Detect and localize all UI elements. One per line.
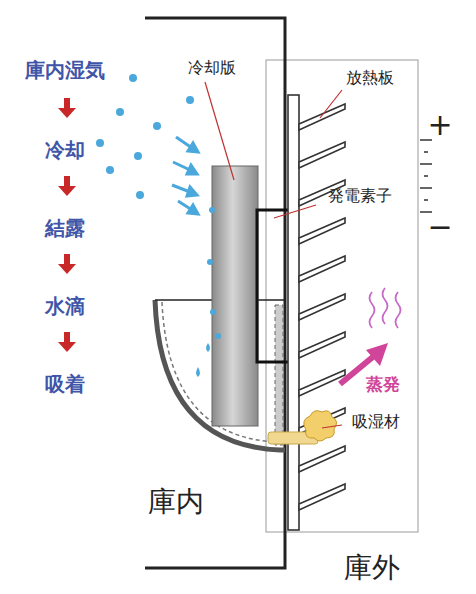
process-step: 庫内湿気 xyxy=(25,59,105,81)
process-label: 蒸発 xyxy=(366,375,400,394)
absorbent-material xyxy=(304,411,337,441)
region-label: 庫内 xyxy=(148,487,204,518)
cooling-plate xyxy=(212,166,258,426)
heat-sink xyxy=(288,95,345,530)
terminal-sign: − xyxy=(427,210,452,243)
leader-lines xyxy=(205,82,342,428)
battery xyxy=(420,140,432,212)
process-step: 吸着 xyxy=(45,373,85,395)
steam xyxy=(370,288,401,328)
wall xyxy=(145,18,285,568)
outer-box xyxy=(266,60,418,532)
process-step: 水滴 xyxy=(45,295,85,317)
part-label: 冷却版 xyxy=(188,59,236,77)
moisture-dots xyxy=(96,74,221,377)
terminal-sign: + xyxy=(427,108,452,141)
part-label: 放熱板 xyxy=(346,69,394,87)
peltier-element xyxy=(257,210,290,362)
part-label: 吸湿材 xyxy=(352,413,400,431)
process-step: 結露 xyxy=(45,217,85,239)
process-step: 冷却 xyxy=(45,139,85,161)
part-label: 発電素子 xyxy=(328,187,392,205)
moisture-arrows xyxy=(172,137,198,214)
region-label: 庫外 xyxy=(344,553,400,584)
absorbent-strip xyxy=(275,305,283,445)
